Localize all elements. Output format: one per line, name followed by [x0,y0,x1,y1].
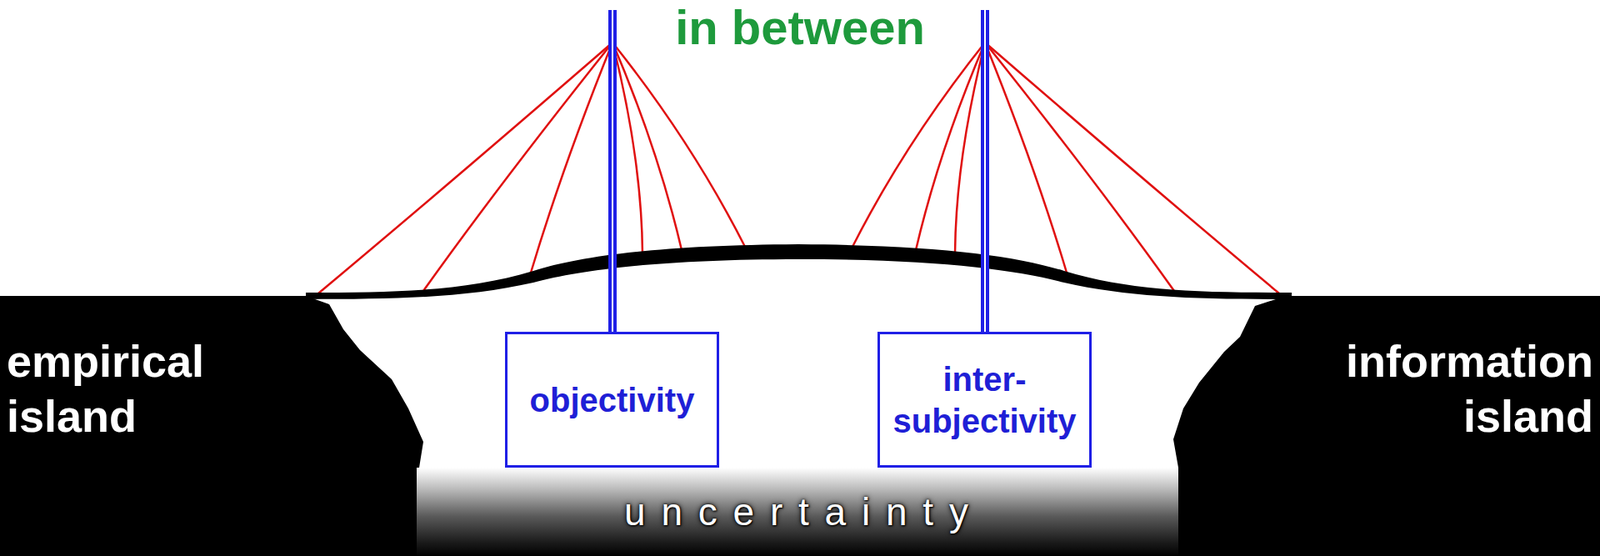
concept-box: objectivity [505,331,720,468]
right-cliff [1173,295,1600,556]
band-label: u n c e r t a i n t y [624,489,971,535]
left-cliff [0,295,424,556]
bridge-deck [305,244,1292,300]
island-name: information island [1310,333,1594,444]
island-name: empirical island [6,333,257,444]
uncertainty-band: u n c e r t a i n t y [416,467,1179,556]
title-text: in between [0,0,1600,55]
box-label: objectivity [530,379,695,421]
concept-box: inter- subjectivity [877,331,1092,468]
box-label: inter- subjectivity [889,358,1081,442]
island-label: empirical island [6,333,257,444]
island-label: information island [1310,333,1594,444]
pylons [608,10,990,334]
